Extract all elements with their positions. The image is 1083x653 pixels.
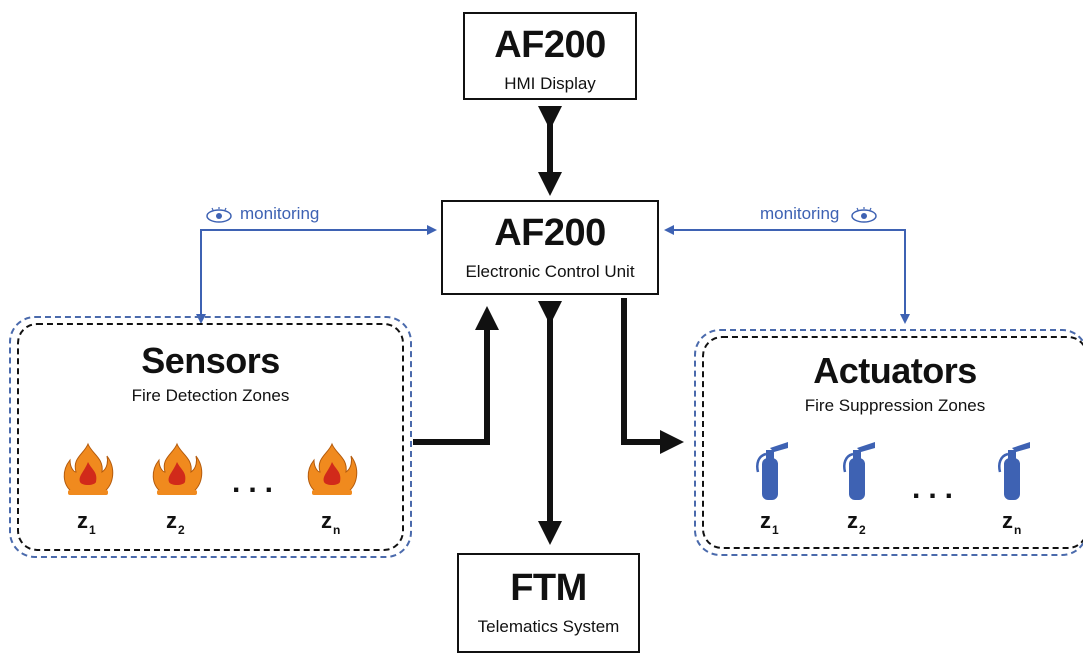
ecu-title: AF200 [494,212,606,254]
sensor-zone-label: zn [321,508,341,537]
actuators-title: Actuators [813,350,977,391]
actuators-outer-border [694,329,1083,556]
ftm-title: FTM [510,567,587,609]
monitoring-left-line [200,225,437,320]
hmi-display-box: AF200 HMI Display [463,12,637,100]
ecu-actuators-arrow [621,298,684,454]
sensors-title: Sensors [141,340,280,381]
fire-icon [152,442,203,495]
ecu-subtitle: Electronic Control Unit [465,262,635,281]
eye-icon [206,206,232,223]
sensors-zone [17,323,404,551]
actuators-subtitle: Fire Suppression Zones [804,396,986,415]
monitoring-left-label: monitoring [204,204,319,224]
sensors-ellipsis: ... [232,466,282,499]
sensors-subtitle: Fire Detection Zones [131,386,290,405]
actuator-zone-label: zn [1002,508,1022,537]
ecu-box: AF200 Electronic Control Unit [441,200,659,295]
sensors-outer-border [9,316,412,558]
ftm-box: FTM Telematics System [457,553,640,653]
ftm-subtitle: Telematics System [477,617,620,636]
sensors-ecu-arrow [413,306,499,445]
actuator-zone-label: z1 [760,508,779,537]
hmi-subtitle: HMI Display [504,74,596,93]
sensor-zone-label: z2 [166,508,185,537]
eye-icon [851,206,878,223]
actuators-ellipsis: ... [912,472,962,505]
actuator-zone-label: z2 [847,508,866,537]
actuators-zone [702,336,1083,549]
fire-extinguisher-icon [998,442,1030,500]
sensor-zone-label: z1 [77,508,96,537]
hmi-title: AF200 [494,24,606,66]
fire-icon [307,442,358,495]
fire-extinguisher-icon [756,442,788,500]
monitoring-right-line [664,225,906,320]
monitoring-right-label: monitoring [760,204,879,224]
fire-icon [63,442,114,495]
fire-extinguisher-icon [843,442,875,500]
